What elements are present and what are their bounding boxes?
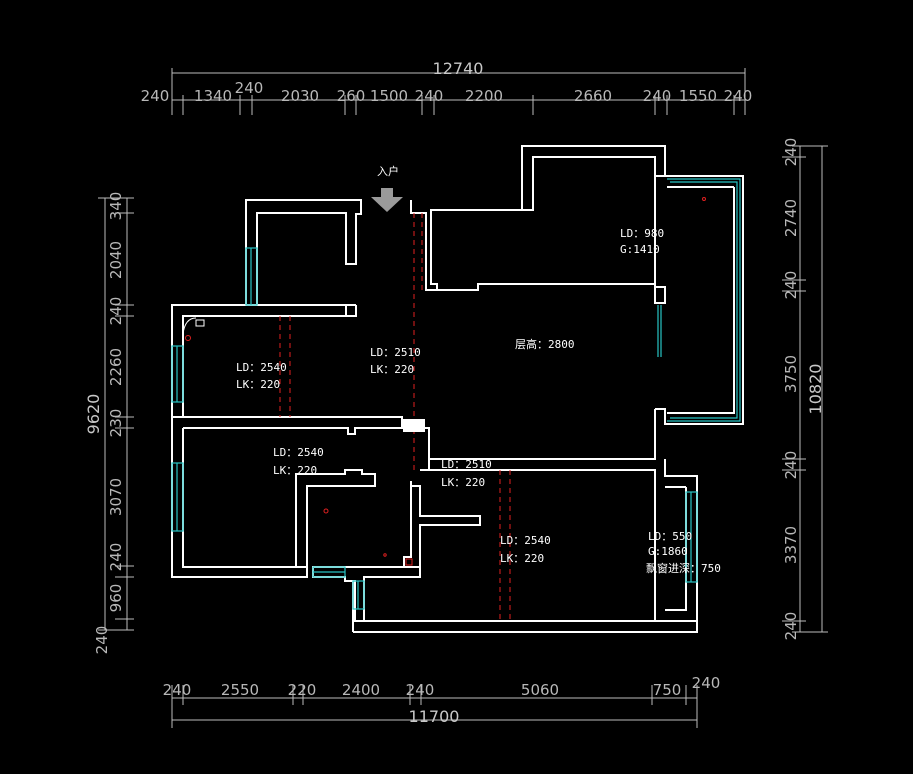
svg-text:240: 240 (724, 87, 753, 105)
svg-text:5060: 5060 (521, 681, 559, 699)
svg-text:LD：550: LD：550 (648, 530, 692, 543)
svg-text:220: 220 (288, 681, 317, 699)
svg-text:2550: 2550 (221, 681, 259, 699)
entrance-label: 入户 (377, 164, 399, 178)
top-dimension-lines (171, 68, 746, 115)
svg-text:G:1860: G:1860 (648, 545, 688, 558)
svg-text:240: 240 (107, 297, 125, 326)
top-total-dimension: 12740 (433, 59, 484, 78)
svg-text:240: 240 (141, 87, 170, 105)
right-total-dimension: 10820 (806, 364, 825, 415)
bottom-segment-dimensions: 240 2550 220 2400 240 5060 750 240 (163, 674, 721, 699)
svg-text:2740: 2740 (782, 199, 800, 237)
walls (171, 145, 744, 633)
right-dimension-lines (782, 145, 828, 633)
svg-text:3370: 3370 (782, 526, 800, 564)
svg-text:340: 340 (107, 192, 125, 221)
room-labels: LD：2540 LK：220 LD：2510 LK：220 LD：2540 LK… (236, 227, 721, 575)
windows (171, 178, 741, 610)
svg-text:240: 240 (782, 271, 800, 300)
svg-text:LK：220: LK：220 (273, 464, 317, 477)
svg-text:240: 240 (415, 87, 444, 105)
svg-text:230: 230 (107, 409, 125, 438)
left-segment-dimensions: 340 2040 240 2260 230 3070 240 960 240 (93, 192, 125, 655)
svg-text:240: 240 (93, 626, 111, 655)
left-dimension-lines (98, 197, 134, 631)
svg-text:2260: 2260 (107, 348, 125, 386)
svg-text:1340: 1340 (194, 87, 232, 105)
bottom-total-dimension: 11700 (409, 707, 460, 726)
svg-text:LD：2540: LD：2540 (236, 361, 287, 374)
svg-text:2400: 2400 (342, 681, 380, 699)
bottom-dimension-lines (171, 685, 698, 728)
fixture-markers (182, 197, 706, 566)
svg-text:2660: 2660 (574, 87, 612, 105)
svg-text:240: 240 (163, 681, 192, 699)
svg-text:1550: 1550 (679, 87, 717, 105)
svg-text:240: 240 (782, 612, 800, 641)
svg-text:2200: 2200 (465, 87, 503, 105)
svg-text:240: 240 (406, 681, 435, 699)
svg-text:LK：220: LK：220 (236, 378, 280, 391)
svg-text:层高：2800: 层高：2800 (515, 337, 575, 351)
svg-text:2030: 2030 (281, 87, 319, 105)
svg-text:LD：2540: LD：2540 (273, 446, 324, 459)
svg-text:3750: 3750 (782, 355, 800, 393)
svg-text:240: 240 (692, 674, 721, 692)
top-segment-dimensions: 240 1340 240 2030 260 1500 240 2200 2660… (141, 79, 753, 105)
left-total-dimension: 9620 (84, 394, 103, 435)
svg-text:G:1410: G:1410 (620, 243, 660, 256)
svg-text:260: 260 (337, 87, 366, 105)
svg-text:240: 240 (782, 451, 800, 480)
svg-text:960: 960 (107, 584, 125, 613)
svg-text:LD：980: LD：980 (620, 227, 664, 240)
svg-text:750: 750 (653, 681, 682, 699)
svg-text:LK：220: LK：220 (500, 552, 544, 565)
svg-text:240: 240 (643, 87, 672, 105)
svg-text:240: 240 (235, 79, 264, 97)
svg-text:LD：2540: LD：2540 (500, 534, 551, 547)
entrance-arrow-icon (371, 188, 403, 212)
svg-text:2040: 2040 (107, 241, 125, 279)
svg-text:LK：220: LK：220 (370, 363, 414, 376)
right-segment-dimensions: 240 2740 240 3750 240 3370 240 (782, 138, 800, 641)
svg-text:LD：2510: LD：2510 (441, 458, 492, 471)
svg-text:1500: 1500 (370, 87, 408, 105)
svg-text:240: 240 (107, 543, 125, 572)
svg-text:LD：2510: LD：2510 (370, 346, 421, 359)
svg-text:240: 240 (782, 138, 800, 167)
svg-text:飘窗进深：750: 飘窗进深：750 (646, 561, 721, 575)
svg-text:3070: 3070 (107, 478, 125, 516)
svg-text:LK：220: LK：220 (441, 476, 485, 489)
